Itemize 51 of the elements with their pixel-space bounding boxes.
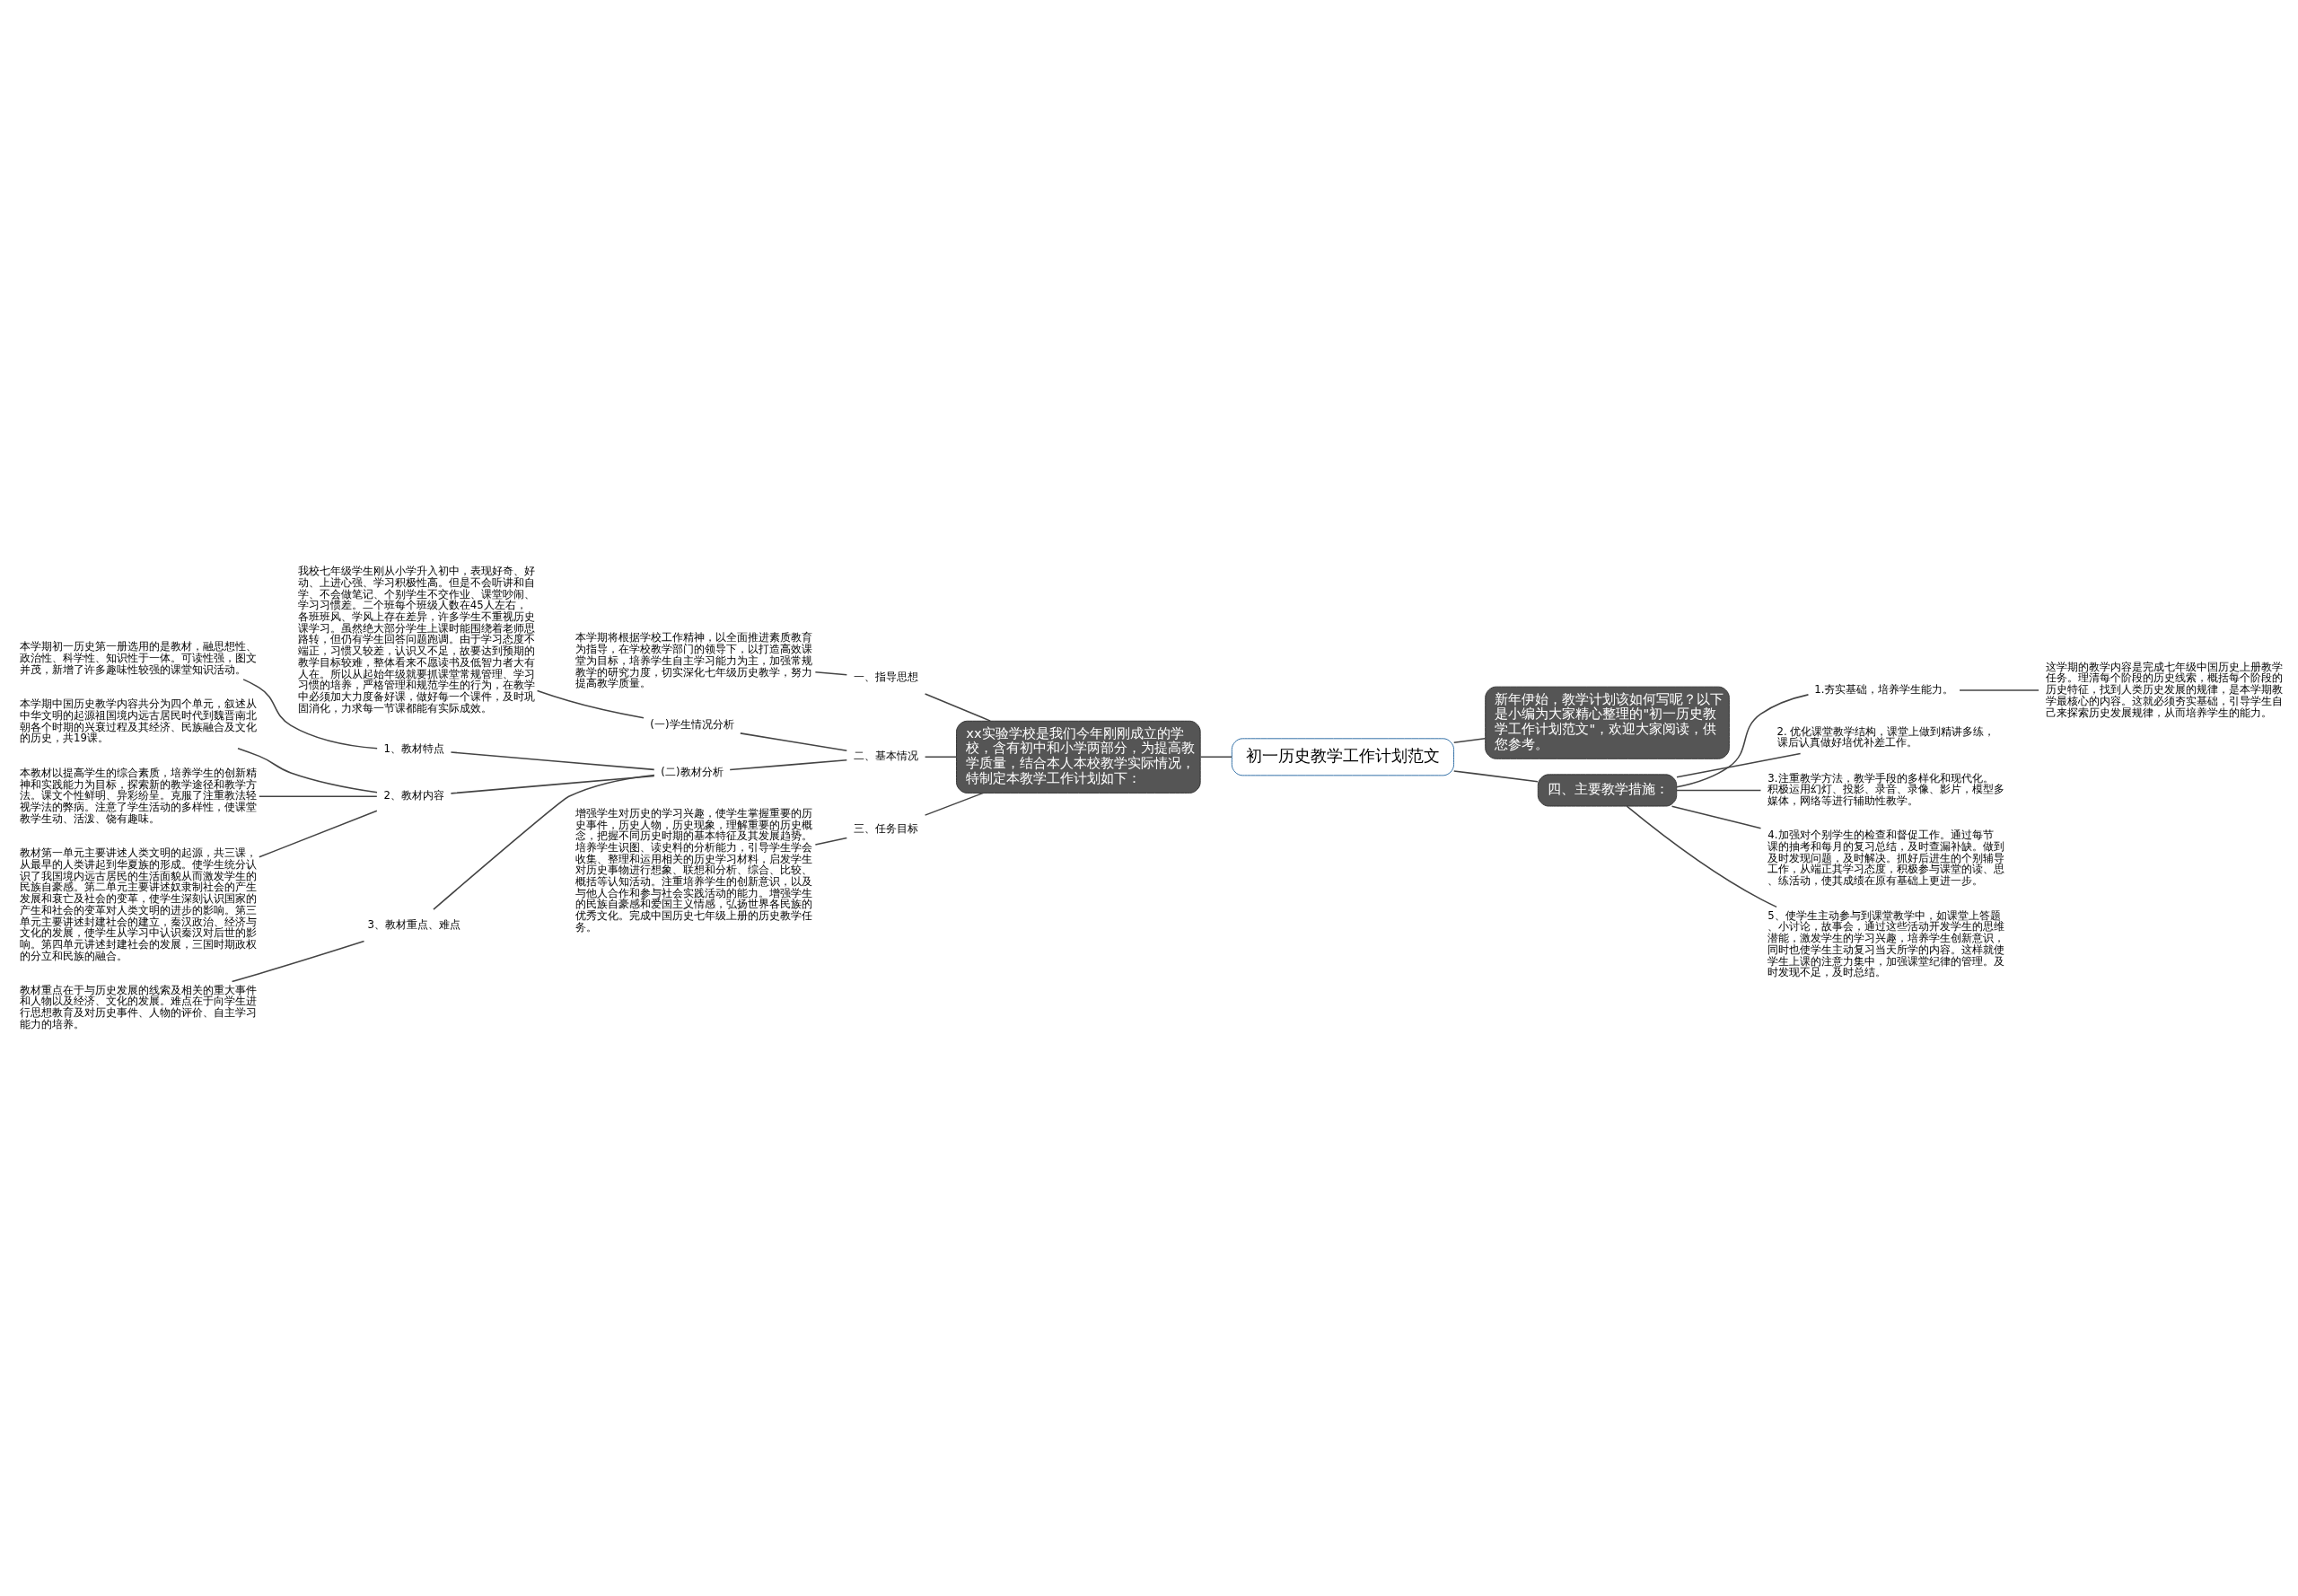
connector	[259, 795, 378, 797]
node-text: 二、基本情况	[853, 749, 918, 762]
connector	[1199, 756, 1232, 758]
node-text: 本教材以提高学生的综合素质，培养学生的创新精神和实践能力为目标，探索新的教学途径和教学方法。课文个性鲜明、异彩纷呈。克服了注重教法轻视学法的弊病。注意了学生活动的多样性，使课堂教学生动、活泼、饶有趣味。	[20, 766, 257, 825]
node-text: 1、教材特点	[383, 741, 444, 755]
connector	[1676, 752, 1802, 778]
node-text: 2、教材内容	[383, 788, 444, 802]
connector	[1626, 804, 1777, 908]
node-text: 3、教材重点、难点	[367, 917, 460, 931]
node-text: (二)教材分析	[661, 765, 724, 778]
node-text: 本学期初一历史第一册选用的是教材，融思想性、政治性、科学性、知识性于一体。可读性强，图文并茂，新增了许多趣味性较强的课堂知识活动。	[20, 639, 257, 676]
connector	[237, 747, 378, 793]
node-text: 5、使学生主动参与到课堂教学中，如课堂上答题、小讨论，故事会，通过这些活动开发学生的思维潜能，激发学生的学习兴趣，培养学生创新意识，同时也使学生主动复习当天所学的内容。这样就使学生上课的注意力集中，加强课堂纪律的管理。及时发现不足，及时总结。	[1767, 908, 2005, 978]
connector	[1959, 688, 2039, 691]
connector	[814, 837, 848, 846]
node-text: 教材第一单元主要讲述人类文明的起源，共三课，从最早的人类讲起到华夏族的形成。使学生统分认识了我国境内远古居民的生活面貌从而激发学生的民族自豪感。第二单元主要讲述奴隶制社会的产生发展和衰亡及社会的变革，使学生深刻认识国家的产生和社会的变革对人类文明的进步的影响。第三单元主要讲述封建社会的建立，秦汉政治、经济与文化的发展，使学生从学习中认识秦汉对后世的影响。第四单元讲述封建社会的发展，三国时期政权的分立和民族的融合。	[20, 846, 257, 962]
node-text: 教材重点在于与历史发展的线索及相关的重大事件和人物以及经济、文化的发展。难点在于向学生进行思想教育及对历史事件、人物的评价、自主学习能力的培养。	[20, 983, 257, 1030]
node-text: (一)学生情况分析	[650, 717, 734, 731]
connector	[729, 759, 848, 770]
connector	[259, 809, 378, 858]
connector	[924, 692, 991, 722]
connector	[1676, 789, 1762, 791]
node-box: 初一历史教学工作计划范文	[1231, 737, 1455, 776]
node-text: 增强学生对历史的学习兴趣，使学生掌握重要的历史事件，历史人物，历史现象，理解重要的历史概念，把握不同历史时期的基本特征及其发展趋势。培养学生识图、读史料的分析能力，引导学生学会收集、整理和运用相关的历史学习材料，启发学生对历史事物进行想象、联想和分析、综合、比较、概括等认知活动。注重培养学生的创新意识，以及与他人合作和参与社会实践活动的能力。增强学生的民族自豪感和爱国主义情感，弘扬世界各民族的优秀文化。完成中国历史七年级上册的历史教学任务。	[575, 806, 813, 934]
node-text: 一、指导思想	[853, 670, 918, 683]
node-text: 这学期的教学内容是完成七年级中国历史上册教学任务。理清每个阶段的历史线索，概括每个阶段的历史特征，找到人类历史发展的规律，是本学期教学最核心的内容。这就必须夯实基础，引导学生自己来探索历史发展规律，从而培养学生的能力。	[2046, 660, 2284, 719]
node-text: 3.注重教学方法，教学手段的多样化和现代化。积极运用幻灯、投影、录音、录像、影片，模型多媒体，网络等进行辅助性教学。	[1767, 771, 2005, 807]
node-box: xx实验学校是我们今年刚刚成立的学校，含有初中和小学两部分，为提高教学质量，结合本人本校教学实际情况，特制定本教学工作计划如下：	[956, 720, 1201, 794]
node-box: 新年伊始，教学计划该如何写呢？以下是小编为大家精心整理的"初一历史教学工作计划范文"，欢迎大家阅读，供您参考。	[1485, 686, 1730, 759]
connector	[536, 689, 645, 719]
node-text: 三、任务目标	[853, 821, 918, 835]
node-text: 我校七年级学生刚从小学升入初中，表现好奇、好动、上进心强、学习积极性高。但是不会听讲和自学、不会做笔记、个别学生不交作业、课堂吵闹、学习习惯差。二个班每个班级人数在45人左右，各班班风、学风上存在差异，许多学生不重视历史课学习。虽然绝大部分学生上课时能围绕着老师思路转，但仍有学生回答问题跑调。由于学习态度不端正，习惯又较差，认识又不足，故要达到预期的教学目标较难，整体看来不愿读书及低智力者大有人在。所以从起始年级就要抓课堂常规管理、学习习惯的培养，严格管理和规范学生的行为，在教学中必须加大力度备好课，做好每一个课件，及时巩固消化，力求每一节课都能有实际成效。	[297, 564, 535, 715]
connector	[1452, 769, 1539, 782]
connector	[242, 678, 378, 750]
node-text: 1.夯实基础，培养学生能力。	[1814, 682, 1954, 696]
connector	[1676, 693, 1810, 787]
connector	[924, 756, 958, 758]
node-box: 四、主要教学措施：	[1537, 773, 1678, 807]
node-text: 本学期将根据学校工作精神，以全面推进素质教育为指导，在学校教学部门的领导下，以打造高效课堂为目标，培养学生自主学习能力为主，加强常规教学的研究力度，切实深化七年级历史教学，努力提高教学质量。	[575, 630, 813, 689]
connector	[450, 775, 655, 794]
connector	[1452, 737, 1487, 743]
connector	[1671, 804, 1762, 829]
connector	[814, 671, 848, 675]
node-text: 本学期中国历史教学内容共分为四个单元，叙述从中华文明的起源祖国境内远古居民时代到魏晋南北朝各个时期的兴衰过程及其经济、民族融合及文化的历史，共19课。	[20, 697, 257, 744]
connector	[740, 732, 848, 751]
connector	[231, 940, 365, 982]
connector	[924, 792, 985, 816]
connector	[450, 750, 655, 770]
connector	[433, 774, 655, 910]
node-text: 4.加强对个别学生的检查和督促工作。通过每节课的抽考和每月的复习总结，及时查漏补缺。做到及时发现问题，及时解决。抓好后进生的个别辅导工作，从端正其学习态度，积极参与课堂的读、思、练活动，使其成绩在原有基础上更进一步。	[1767, 828, 2005, 887]
node-text: 2. 优化课堂教学结构，课堂上做到精讲多练，课后认真做好培优补差工作。	[1776, 724, 1995, 749]
